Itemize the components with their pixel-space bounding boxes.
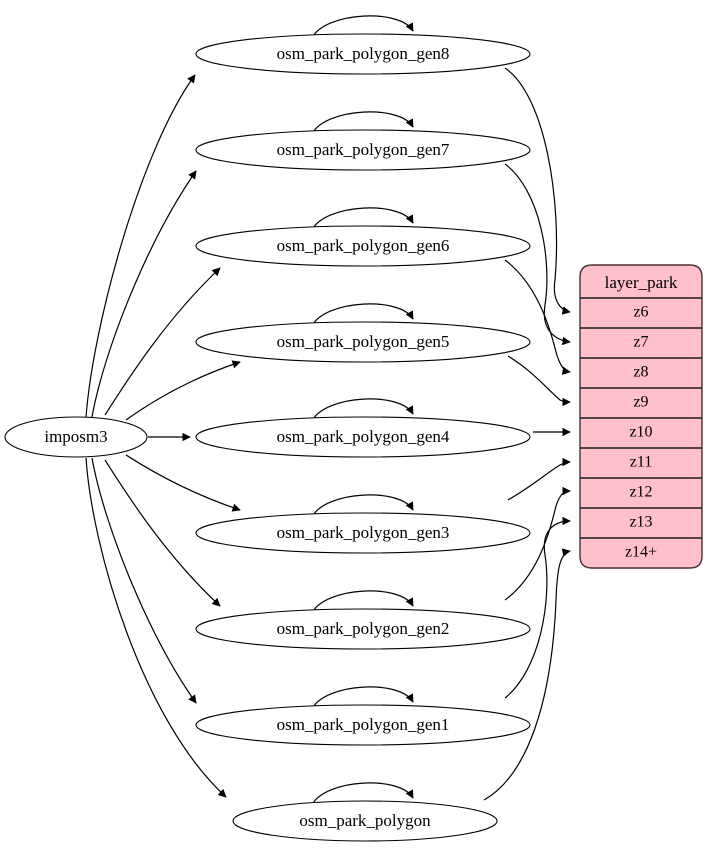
node-gen8[interactable]: osm_park_polygon_gen8 [195,33,531,75]
table-row-z13[interactable]: z13 [580,514,702,539]
node-gen7-shape[interactable] [195,129,531,171]
edge-imposm3-to-gen5 [125,360,241,421]
edge-imposm3-to-gen6 [104,267,221,416]
table-row-z7-label: z7 [633,334,648,351]
table-row-z13-label: z13 [629,514,652,531]
edge-gen7-to-z7 [504,163,571,346]
self-loop-gen6 [311,207,414,231]
node-gen5-shape[interactable] [195,321,531,363]
table-row-z9[interactable]: z9 [580,394,702,419]
table-row-z7[interactable]: z7 [580,334,702,359]
edge-gen1-to-z13 [504,516,571,699]
node-gen1-label: osm_park_polygon_gen1 [277,715,450,734]
node-osm-park-polygon[interactable]: osm_park_polygon [232,800,498,842]
node-gen7[interactable]: osm_park_polygon_gen7 [195,129,531,171]
node-gen1[interactable]: osm_park_polygon_gen1 [195,704,531,746]
self-loops [311,15,414,806]
node-imposm3-shape[interactable] [4,416,148,458]
edge-imposm3-to-gen3 [125,454,241,512]
node-gen5[interactable]: osm_park_polygon_gen5 [195,321,531,363]
table-row-z9-label: z9 [633,394,648,411]
table-row-z8[interactable]: z8 [580,364,702,389]
node-gen8-shape[interactable] [195,33,531,75]
node-osm-park-polygon-label: osm_park_polygon [299,811,431,830]
self-loop-gen4 [311,398,414,422]
table-row-z14plus[interactable]: z14+ [625,544,657,561]
table-outline [579,264,703,569]
edge-gen3-to-z11 [507,457,571,501]
self-loop-gen1 [311,686,414,710]
edges-source-to-nodes [85,74,241,798]
table-row-z10-label: z10 [629,424,652,441]
node-gen2-label: osm_park_polygon_gen2 [277,619,450,638]
self-loop-gen2 [311,590,414,614]
node-osm-park-polygon-shape[interactable] [232,800,498,842]
node-gen6[interactable]: osm_park_polygon_gen6 [195,225,531,267]
node-gen7-label: osm_park_polygon_gen7 [277,140,450,159]
table-row-z6[interactable]: z6 [580,304,702,329]
table-row-z12-label: z12 [629,484,652,501]
edge-imposm3-to-gen2 [104,459,221,607]
table-row-z6-label: z6 [633,304,648,321]
edge-imposm3-to-gen7 [91,170,197,418]
edge-polygon-to-z14 [483,548,571,801]
node-gen2-shape[interactable] [195,608,531,650]
node-gen2[interactable]: osm_park_polygon_gen2 [195,608,531,650]
edge-gen6-to-z8 [504,259,571,375]
self-loop-gen5 [311,303,414,327]
node-gen6-shape[interactable] [195,225,531,267]
table-header-label: layer_park [605,273,678,292]
table-row-z8-label: z8 [633,364,648,381]
node-gen6-label: osm_park_polygon_gen6 [277,236,450,255]
table-row-z11[interactable]: z11 [580,454,702,479]
edge-gen8-to-z6 [504,67,571,315]
node-imposm3-label: imposm3 [44,427,107,446]
node-gen4-label: osm_park_polygon_gen4 [277,427,450,446]
node-gen3-shape[interactable] [195,512,531,554]
node-imposm3[interactable]: imposm3 [4,416,148,458]
self-loop-polygon [311,782,414,806]
table-row-z12[interactable]: z12 [580,484,702,509]
edge-gen2-to-z12 [504,486,571,601]
node-gen3-label: osm_park_polygon_gen3 [277,523,450,542]
self-loop-gen3 [311,494,414,518]
node-gen1-shape[interactable] [195,704,531,746]
table-layer-park[interactable]: layer_park z6 z7 z8 z9 z10 [579,264,703,569]
edges-nodes-to-table [483,67,571,801]
node-gen3[interactable]: osm_park_polygon_gen3 [195,512,531,554]
node-gen4[interactable]: osm_park_polygon_gen4 [195,416,531,458]
node-gen8-label: osm_park_polygon_gen8 [277,44,450,63]
edge-imposm3-to-gen8 [85,74,196,419]
table-row-z10[interactable]: z10 [580,424,702,449]
table-row-z11-label: z11 [630,454,653,471]
table-row-z14plus-label: z14+ [625,544,657,561]
self-loop-gen7 [311,111,414,135]
edge-imposm3-to-gen1 [91,457,197,704]
edge-gen5-to-z9 [507,355,571,407]
edge-imposm3-to-polygon [85,457,227,798]
node-gen4-shape[interactable] [195,416,531,458]
node-gen5-label: osm_park_polygon_gen5 [277,332,450,351]
self-loop-gen8 [311,15,414,39]
table-header-cell: layer_park [580,273,702,299]
